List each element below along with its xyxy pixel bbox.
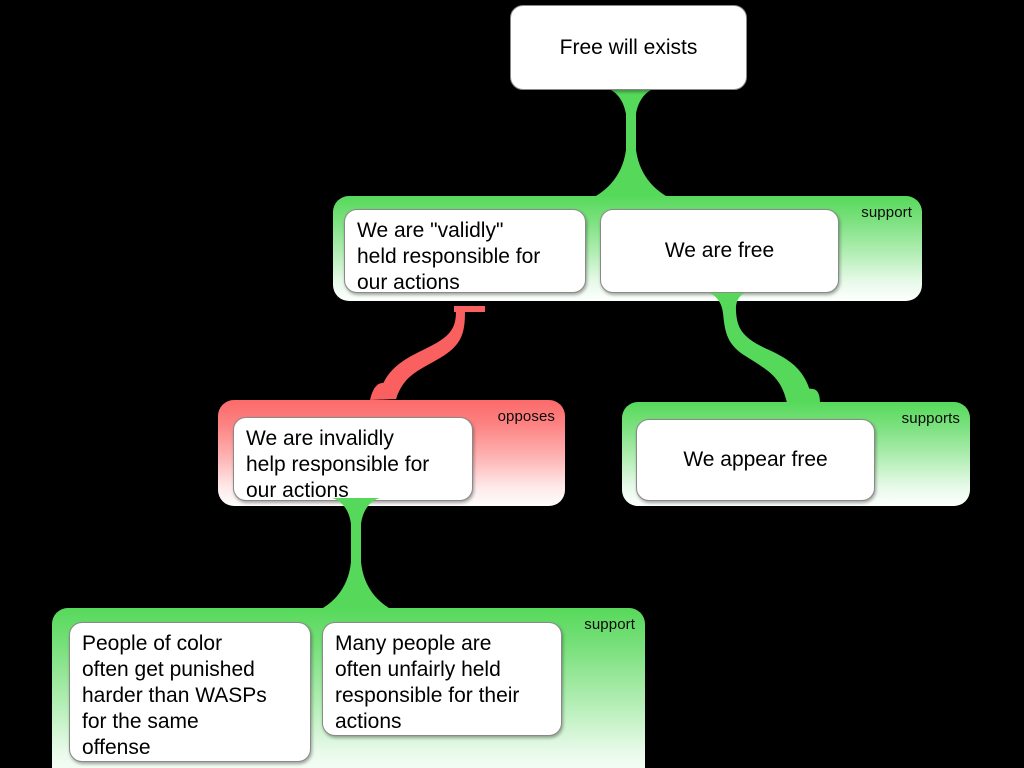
connector-flare [370,382,398,400]
card-many-people-unfairly-held[interactable]: Many people are often unfairly held resp… [322,622,562,736]
card-text: We are invalidly help responsible for ou… [246,427,430,501]
card-validly-held-responsible[interactable]: We are "validly" held responsible for ou… [344,209,586,293]
card-text: We are "validly" held responsible for ou… [357,219,541,293]
card-invalidly-held-responsible[interactable]: We are invalidly help responsible for ou… [233,417,473,501]
group-label-support-level2: support [861,204,912,221]
card-text: We are free [664,239,775,262]
connector-invalidly-to-support [323,498,389,612]
card-text: People of color often get punished harde… [82,632,267,759]
card-free-will-exists[interactable]: Free will exists [510,5,747,90]
group-label-opposes: opposes [497,408,555,425]
group-label-support-bottom: support [584,616,635,633]
connector-shape [323,498,389,608]
connector-validly-to-opposes [370,303,490,403]
card-text: We appear free [683,448,828,471]
card-text: Many people are often unfairly held resp… [335,632,520,733]
connector-free-to-supports [695,293,820,405]
connector-shape [596,88,666,196]
card-people-of-color-punished[interactable]: People of color often get punished harde… [69,622,311,762]
group-label-supports: supports [901,410,960,427]
card-we-are-free[interactable]: We are free [600,209,839,293]
connector-root-to-support [596,88,666,200]
connector-shape [709,293,813,403]
card-we-appear-free[interactable]: We appear free [636,419,875,501]
card-text: Free will exists [559,35,698,59]
connector-shape [378,311,465,399]
connector-cap [454,306,485,312]
